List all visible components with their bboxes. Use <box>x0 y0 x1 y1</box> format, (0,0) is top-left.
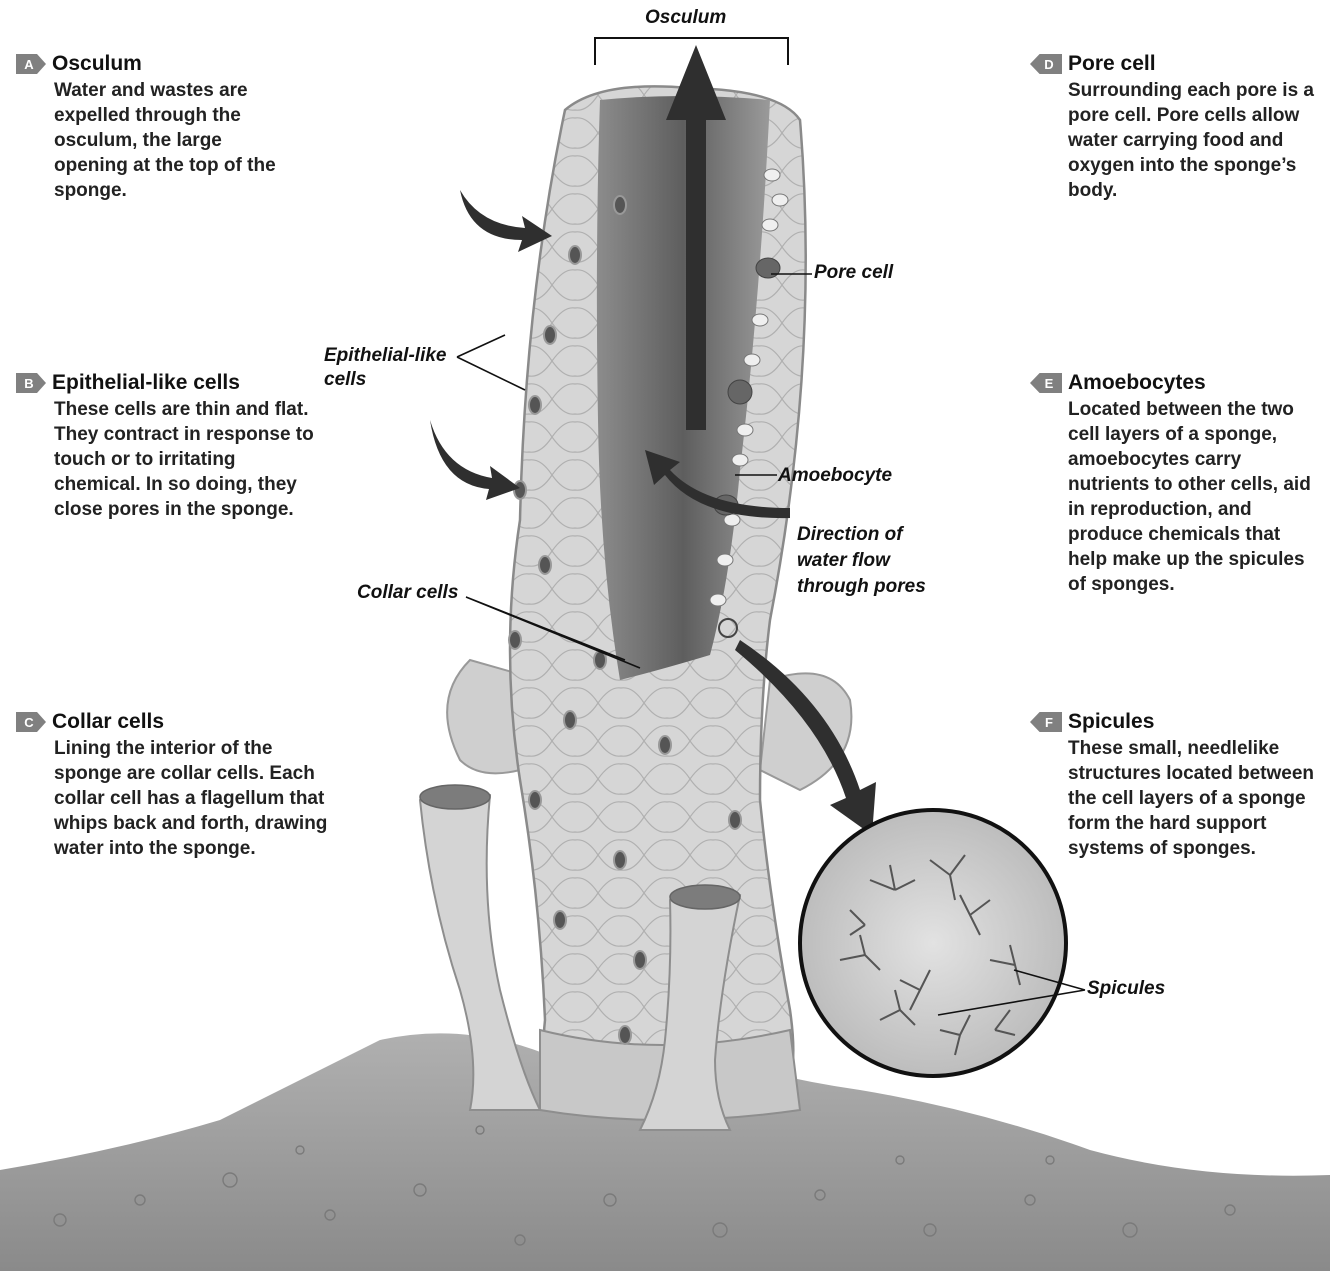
label-collar-cells: Collar cells <box>357 581 458 605</box>
badge-c: C <box>16 712 46 732</box>
panel-text: Surrounding each pore is a pore cell. Po… <box>1068 78 1318 203</box>
label-flow-line1: Direction of <box>797 523 903 547</box>
label-epithelial-line2: cells <box>324 368 366 392</box>
badge-a: A <box>16 54 46 74</box>
label-epithelial-line1: Epithelial-like <box>324 344 446 368</box>
badge-e: E <box>1030 373 1062 393</box>
panel-epithelial: B Epithelial-like cells These cells are … <box>16 371 316 522</box>
panel-text: Located between the two cell layers of a… <box>1068 397 1318 597</box>
panel-title: Osculum <box>52 52 142 76</box>
panel-title: Spicules <box>1068 710 1154 734</box>
panel-text: These small, needlelike structures locat… <box>1068 736 1323 861</box>
label-flow-line2: water flow <box>797 549 890 573</box>
panel-title: Epithelial-like cells <box>52 371 240 395</box>
panel-collar-cells: C Collar cells Lining the interior of th… <box>16 710 316 861</box>
panel-title: Pore cell <box>1068 52 1156 76</box>
flow-arrow-top <box>460 190 552 252</box>
panel-osculum: A Osculum Water and wastes are expelled … <box>16 52 316 203</box>
label-osculum: Osculum <box>645 6 726 30</box>
label-amoebocyte: Amoebocyte <box>778 464 892 488</box>
label-flow-line3: through pores <box>797 575 926 599</box>
label-pore-cell: Pore cell <box>814 261 893 285</box>
panel-text: These cells are thin and flat. They cont… <box>54 397 322 522</box>
spicule-magnification <box>800 810 1066 1076</box>
panel-text: Water and wastes are expelled through th… <box>54 78 294 203</box>
panel-text: Lining the interior of the sponge are co… <box>54 736 336 861</box>
panel-title: Amoebocytes <box>1068 371 1206 395</box>
panel-amoebocytes: E Amoebocytes Located between the two ce… <box>1030 371 1330 597</box>
label-spicules: Spicules <box>1087 977 1165 1001</box>
badge-d: D <box>1030 54 1062 74</box>
panel-pore-cell: D Pore cell Surrounding each pore is a p… <box>1030 52 1330 203</box>
panel-title: Collar cells <box>52 710 164 734</box>
flow-arrow-middle <box>430 420 520 500</box>
badge-f: F <box>1030 712 1062 732</box>
badge-b: B <box>16 373 46 393</box>
panel-spicules: F Spicules These small, needlelike struc… <box>1030 710 1330 861</box>
